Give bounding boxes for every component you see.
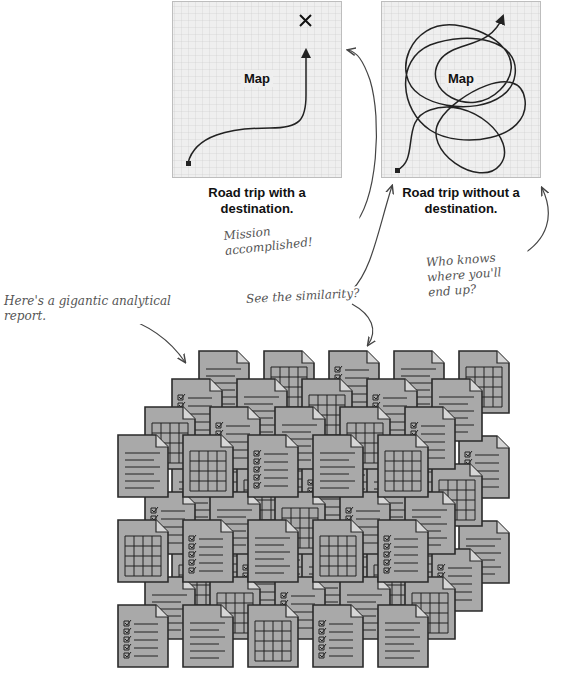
- leader-line: [520, 188, 548, 256]
- map-caption: Road trip with a destination.: [187, 185, 327, 218]
- tangled-route: [397, 16, 525, 173]
- report-page: [118, 520, 168, 582]
- handwritten-note: Who knows where you'll end up?: [424, 248, 531, 300]
- map-ground: [172, 1, 342, 178]
- destination-cross: [300, 15, 311, 26]
- report-page: [378, 435, 428, 497]
- map-grid: [381, 1, 541, 178]
- report-page: [183, 435, 233, 497]
- map-title: Map: [241, 70, 273, 87]
- report-page: [248, 520, 298, 582]
- leader-line: [348, 50, 376, 228]
- handwritten-note: Here's a gigantic analytical report.: [2, 294, 206, 324]
- report-page: [313, 520, 363, 582]
- map-panel: MapRoad trip without a destination.: [381, 1, 541, 178]
- report-page: [183, 520, 233, 582]
- report-page: [378, 605, 428, 667]
- report-page: [118, 435, 168, 497]
- report-page: [378, 520, 428, 582]
- report-pile: [118, 351, 509, 667]
- map-panel: MapRoad trip with a destination.: [172, 1, 342, 178]
- map-title: Map: [445, 70, 477, 87]
- map-grid: [172, 1, 342, 178]
- report-page: [248, 435, 298, 497]
- map-ground: [381, 1, 541, 178]
- report-page: [183, 605, 233, 667]
- report-page: [313, 605, 363, 667]
- report-page: [248, 605, 298, 667]
- report-page: [118, 605, 168, 667]
- handwritten-note: See the similarity?: [244, 286, 362, 307]
- report-page: [313, 435, 363, 497]
- direct-route: [188, 50, 306, 163]
- map-caption: Road trip without a destination.: [396, 185, 526, 218]
- leader-line: [352, 304, 373, 345]
- handwritten-note: Mission accomplished!: [221, 215, 362, 259]
